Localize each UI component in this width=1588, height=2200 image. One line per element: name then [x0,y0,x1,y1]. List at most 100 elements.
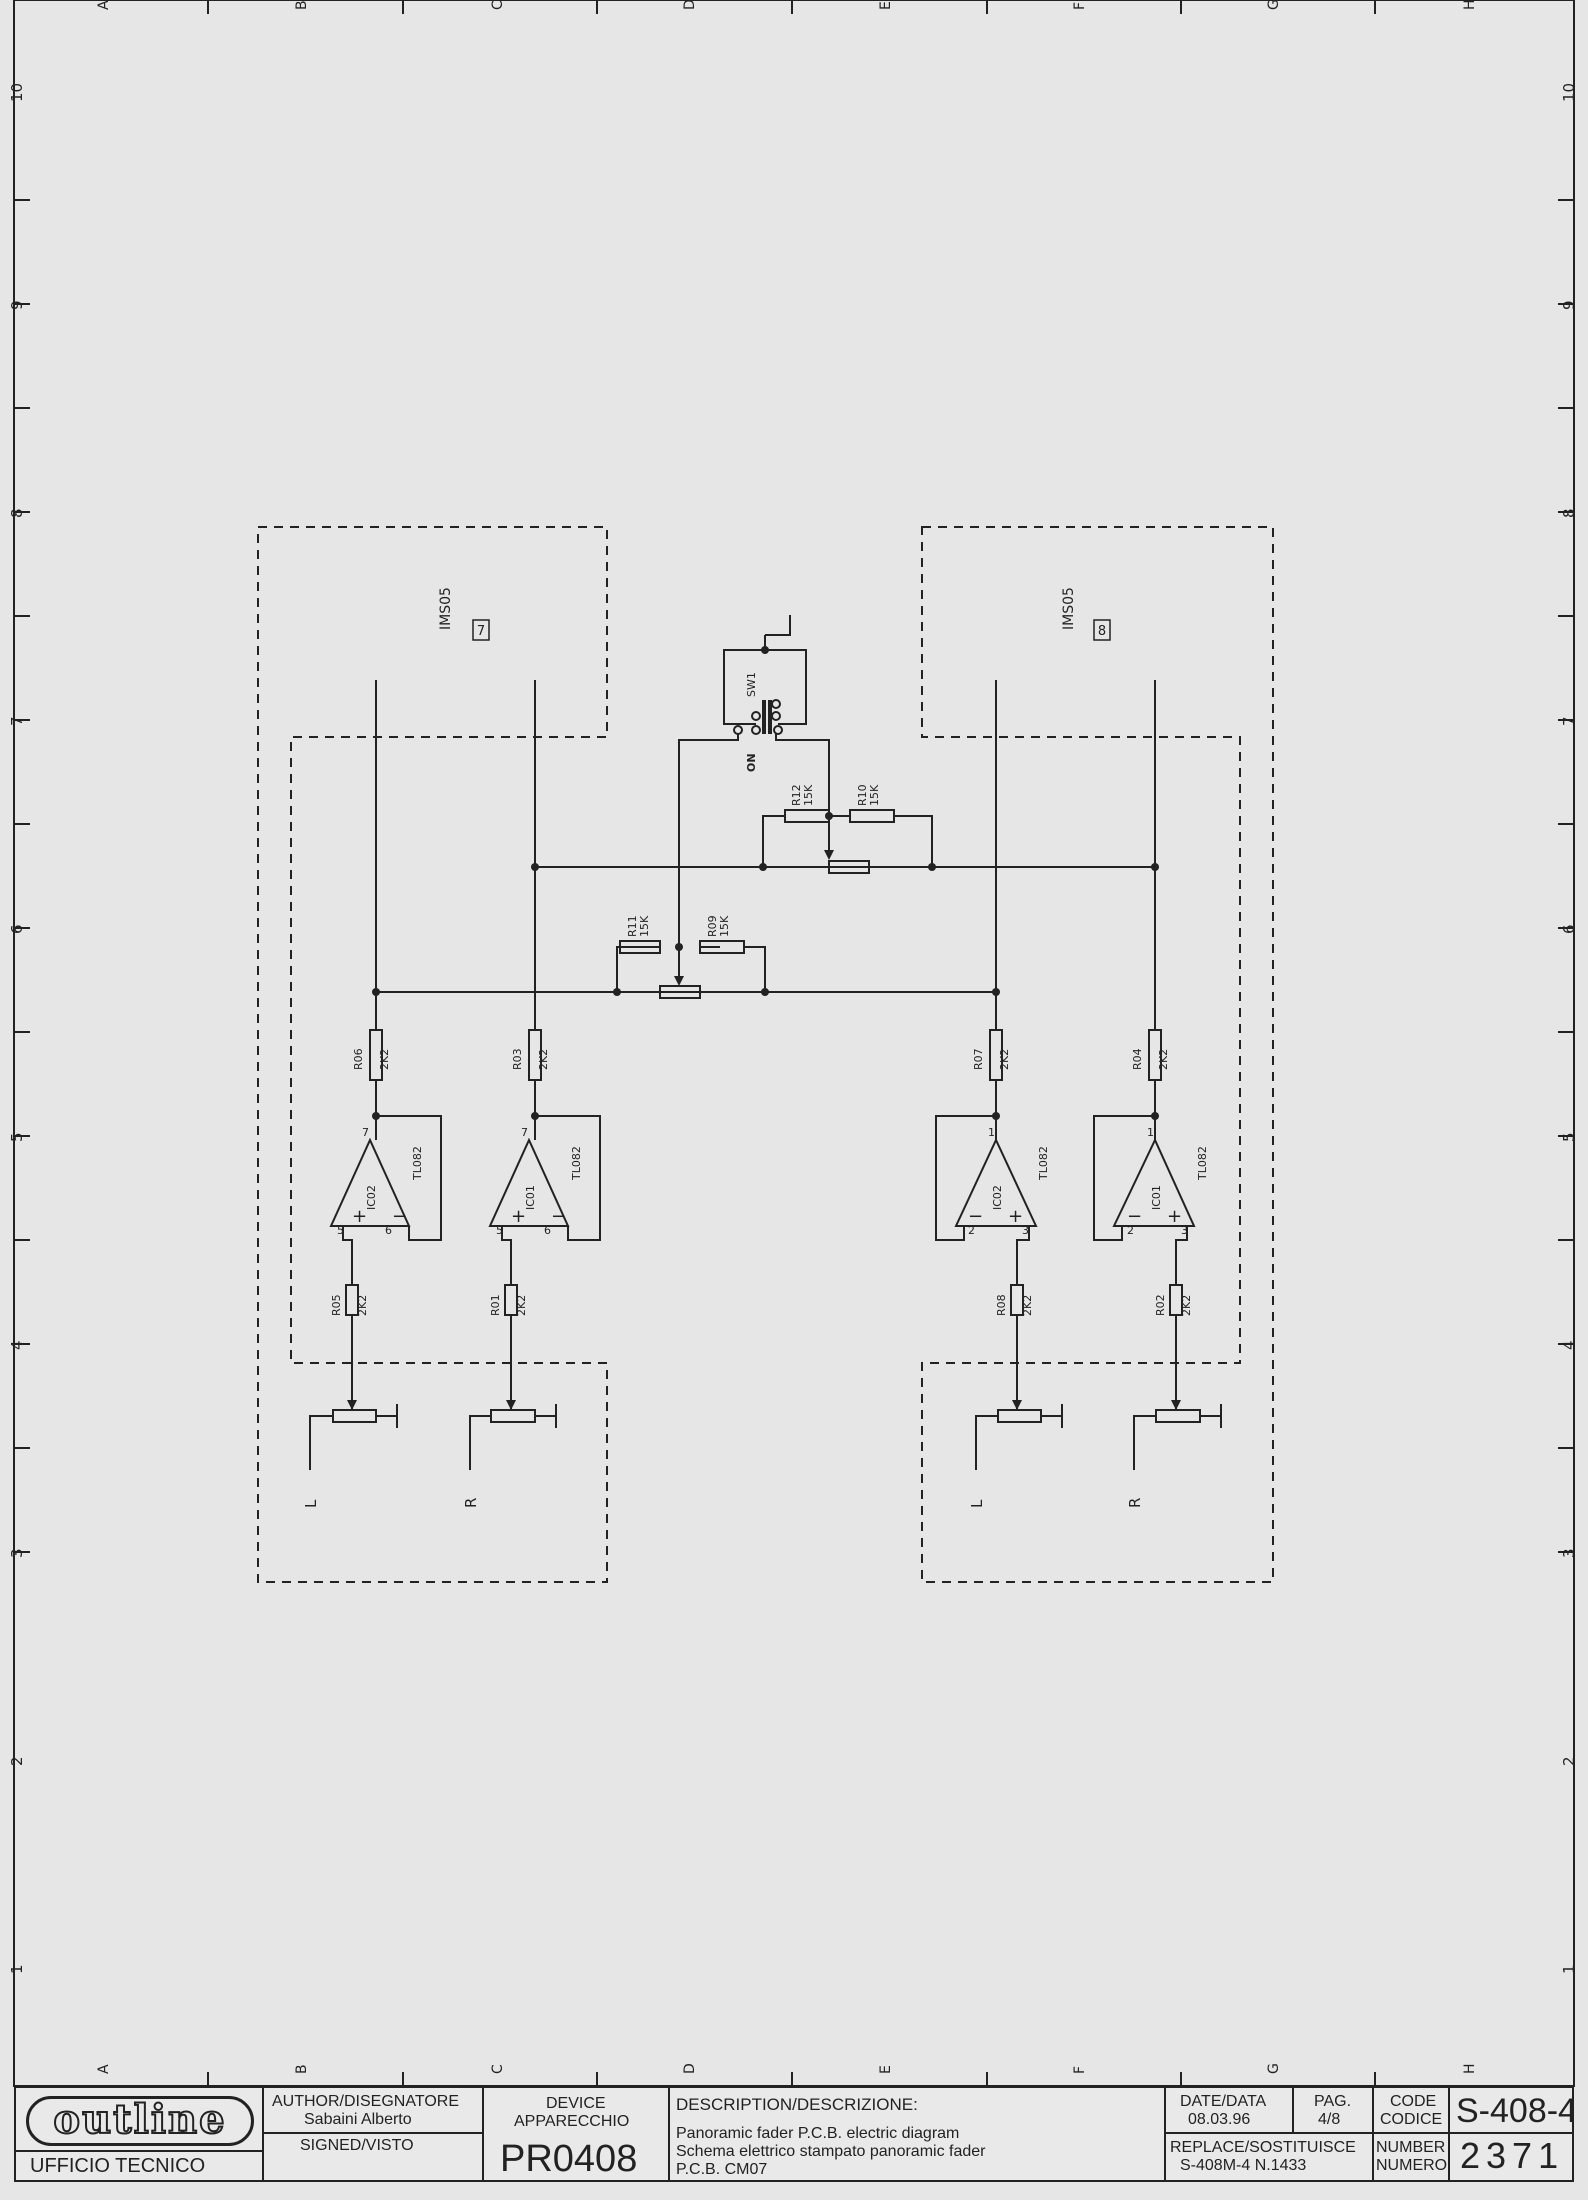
replace-cell: REPLACE/SOSTITUISCE S-408M-4 N.1433 [1166,2134,1374,2180]
page-cell: PAG. 4/8 [1294,2088,1374,2134]
resistor-ref-7: R04 [1131,1048,1144,1070]
grid-col-top-g: G [1266,0,1282,10]
replace-label: REPLACE/SOSTITUISCE [1170,2139,1356,2156]
resistor-r04 [1148,1029,1162,1081]
title-block: outline UFFICIO TECNICO AUTHOR/DISEGNATO… [14,2086,1574,2182]
device-cell: DEVICE APPARECCHIO PR0408 [484,2088,670,2180]
resistor-value-11: 2K2 [1180,1295,1193,1316]
resistor-value-1: 15K [868,784,881,806]
grid-row-left-9: 9 [8,300,26,310]
module-8-name: IMS05 [1061,587,1077,630]
opamp-out-pin-3: 1 [1147,1126,1154,1139]
pan-pot-upper [828,860,870,874]
resistor-r01 [504,1284,518,1316]
junction-dots [372,646,1159,1120]
resistor-r07 [989,1029,1003,1081]
resistor-r03 [528,1029,542,1081]
grid-row-left-10: 10 [8,83,26,102]
number-label-2: NUMERO [1376,2157,1448,2174]
opamp-minus-sign-0: − [392,1206,407,1227]
opamp-minus-pin-3: 2 [1127,1224,1134,1237]
code-value-cell: S-408-4 [1450,2088,1572,2134]
grid-row-right-2: 2 [1560,1756,1578,1766]
grid-row-right-5: 5 [1560,1132,1578,1142]
resistor-ref-3: R09 [706,915,719,937]
grid-col-bottom-g: G [1266,2063,1282,2074]
resistor-ref-4: R06 [352,1048,365,1070]
company-logo: outline [26,2096,254,2146]
page-label: PAG. [1314,2093,1352,2110]
resistor-value-9: 2K2 [515,1295,528,1316]
code-label-1: CODE [1390,2093,1437,2110]
grid-col-bottom-d: D [682,2063,698,2074]
description-it: Schema elettrico stampato panoramic fade… [676,2143,986,2160]
wires [309,615,1222,1470]
code-value: S-408-4 [1456,2092,1572,2130]
resistor-r02 [1169,1284,1183,1316]
components [329,809,1201,1423]
opamp-ic02-right [954,1137,1038,1227]
module-8-number: 8 [1098,624,1106,639]
grid-row-right-6: 6 [1560,924,1578,934]
module-7-outline [257,526,608,1583]
opamp-minus-sign-1: − [551,1206,566,1227]
opamp-plus-pin-0: 5 [337,1224,344,1237]
wiper-arrows [347,850,1181,1410]
opamp-ref-0: IC02 [365,1185,378,1210]
input-pot-r-right [1155,1409,1201,1423]
resistor-value-0: 15K [802,784,815,806]
opamp-part-1: TL082 [570,1146,583,1181]
opamp-minus-pin-2: 2 [968,1224,975,1237]
date-cell: DATE/DATA 08.03.96 [1166,2088,1294,2134]
replace-value: S-408M-4 N.1433 [1180,2157,1307,2174]
author-label: AUTHOR/DISEGNATORE [272,2093,459,2110]
grid-row-right-3: 3 [1560,1548,1578,1558]
module-8-badge [1093,619,1111,641]
opamp-part-2: TL082 [1037,1146,1050,1181]
code-label-cell: CODE CODICE [1374,2088,1450,2134]
input-label-0: L [302,1499,320,1508]
device-label-2: APPARECCHIO [514,2113,630,2130]
number-label-cell: NUMBER NUMERO [1374,2134,1450,2180]
opamp-ref-3: IC01 [1150,1185,1163,1210]
input-label-2: L [968,1499,986,1508]
switch-on-label: ON [745,753,758,772]
grid-row-right-10: 10 [1560,83,1578,102]
grid-col-bottom-c: C [490,2064,506,2074]
date-label: DATE/DATA [1180,2093,1267,2110]
opamp-out-pin-2: 1 [988,1126,995,1139]
resistor-value-3: 15K [718,915,731,937]
module-8-outline [921,526,1274,1583]
grid-col-top-c: C [490,0,506,10]
number-value: 2371 [1460,2135,1565,2176]
module-7-number: 7 [477,624,485,639]
resistor-value-2: 15K [638,915,651,937]
grid-col-bottom-a: A [96,2064,112,2074]
grid-row-left-3: 3 [8,1548,26,1558]
opamp-plus-sign-0: + [352,1206,367,1227]
grid-row-right-7: 7 [1560,716,1578,726]
opamp-plus-pin-3: 3 [1181,1224,1188,1237]
opamp-ic01-left [488,1137,570,1227]
resistor-value-4: 2K2 [378,1049,391,1070]
description-cell: DESCRIPTION/DESCRIZIONE: Panoramic fader… [670,2088,1166,2180]
resistor-ref-5: R03 [511,1048,524,1070]
resistor-value-7: 2K2 [1157,1049,1170,1070]
resistor-value-10: 2K2 [1021,1295,1034,1316]
opamp-part-3: TL082 [1196,1146,1209,1181]
opamp-ic01-right [1112,1137,1196,1227]
opamp-plus-sign-1: + [511,1206,526,1227]
grid-col-top-e: E [878,1,894,10]
input-pot-r-left [490,1409,536,1423]
grid-row-left-4: 4 [8,1340,26,1350]
grid-row-left-1: 1 [8,1964,26,1974]
grid-row-left-7: 7 [8,716,26,726]
resistor-value-5: 2K2 [537,1049,550,1070]
grid-col-bottom-h: H [1462,2063,1478,2074]
code-label-2: CODICE [1380,2111,1443,2128]
grid-col-bottom-e: E [878,2065,894,2074]
resistor-ref-2: R11 [626,915,639,937]
description-pcb: P.C.B. CM07 [676,2161,768,2178]
